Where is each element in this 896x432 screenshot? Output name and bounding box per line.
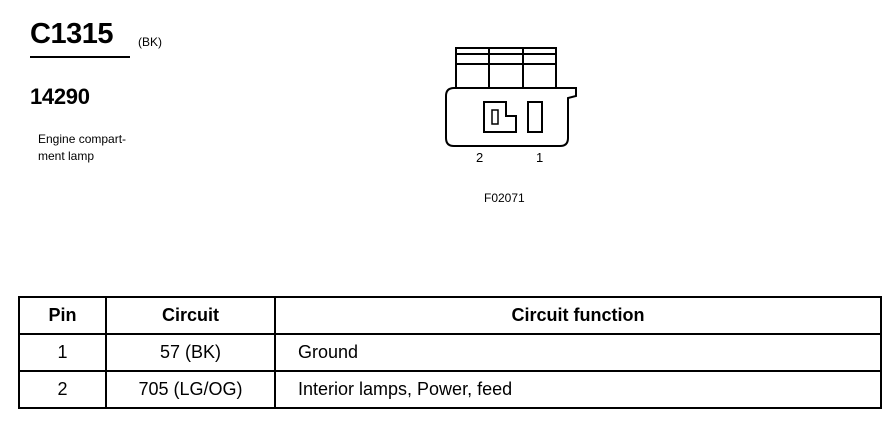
connector-body <box>445 87 577 147</box>
pin-label-1: 1 <box>536 150 544 165</box>
pin-cell: 2 <box>18 370 107 409</box>
figure-reference: F02071 <box>484 191 525 205</box>
pin-cavity-2 <box>483 101 517 133</box>
pin-label-2: 2 <box>476 150 484 165</box>
pin-cell: 1 <box>18 333 107 372</box>
header-circuit: Circuit <box>105 296 276 335</box>
connector-description: Engine compart- ment lamp <box>38 131 126 165</box>
circuit-cell: 705 (LG/OG) <box>105 370 276 409</box>
connector-diagram <box>445 47 577 147</box>
header-circuit-function: Circuit function <box>274 296 882 335</box>
part-number: 14290 <box>30 84 90 109</box>
function-cell: Ground <box>274 333 882 372</box>
table-row: 2 705 (LG/OG) Interior lamps, Power, fee… <box>18 370 882 409</box>
function-cell: Interior lamps, Power, feed <box>274 370 882 409</box>
table-header-row: Pin Circuit Circuit function <box>18 296 882 335</box>
header-pin: Pin <box>18 296 107 335</box>
description-line: ment lamp <box>38 149 95 163</box>
connector-color: (BK) <box>138 35 162 49</box>
pin-cavity-1 <box>527 101 543 133</box>
connector-id: C1315 <box>30 18 113 50</box>
pin-table: Pin Circuit Circuit function 1 57 (BK) G… <box>18 296 882 409</box>
circuit-cell: 57 (BK) <box>105 333 276 372</box>
title-underline <box>30 56 130 58</box>
table-row: 1 57 (BK) Ground <box>18 333 882 372</box>
description-line: Engine compart- <box>38 132 127 146</box>
